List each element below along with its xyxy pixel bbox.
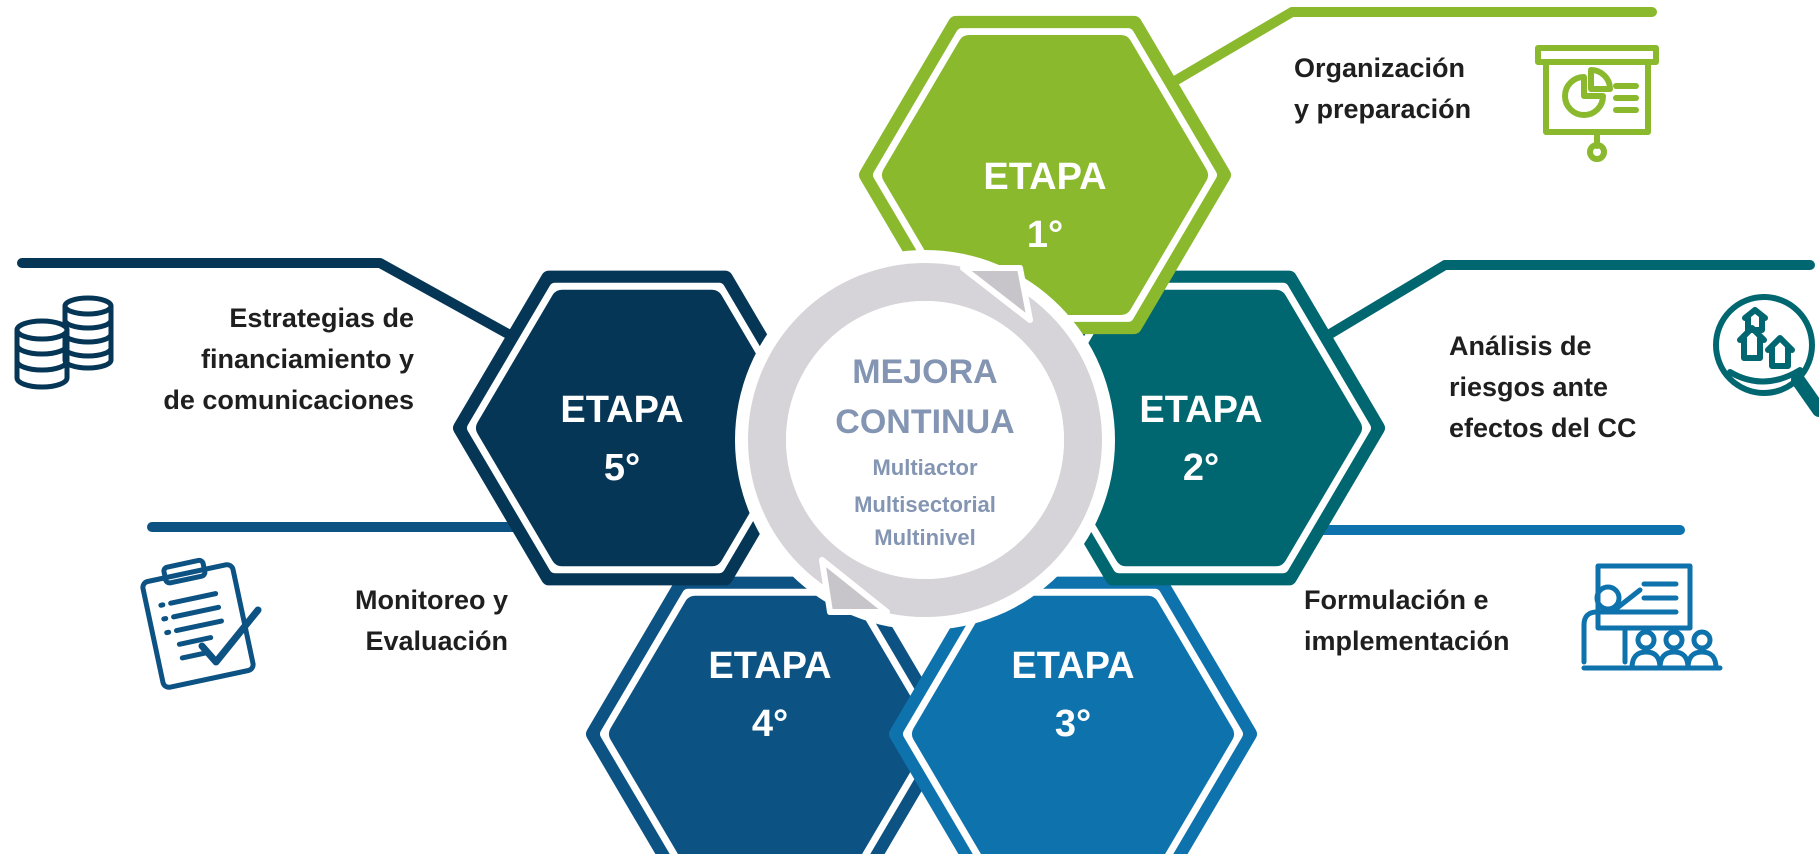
stage4-number: 4° xyxy=(752,703,788,745)
cycle-arrow-bottom-icon xyxy=(819,557,890,615)
risk-magnifier-houses-icon xyxy=(1713,294,1819,417)
stage1-number: 1° xyxy=(1027,214,1063,256)
center-ring-inner xyxy=(786,301,1064,579)
stage2-label: Análisis de riesgos ante efectos del CC xyxy=(1449,326,1637,449)
stage5-label-line1: Estrategias de xyxy=(229,303,414,333)
stage1-hexagon: ETAPA 1° xyxy=(859,15,1231,335)
stage5-hexagon-fill xyxy=(476,289,798,567)
stage2-hexagon: ETAPA 2° xyxy=(1017,270,1385,586)
stage2-label-line3: efectos del CC xyxy=(1449,413,1637,443)
stage3-label-line2: implementación xyxy=(1304,626,1510,656)
stage5-label: Estrategias de financiamiento y de comun… xyxy=(110,298,414,421)
center-sub-multiactor: Multiactor xyxy=(872,455,978,480)
stage1-label-line2: y preparación xyxy=(1294,94,1472,124)
stage1-hexagon-fill xyxy=(882,35,1208,315)
center-ring: MEJORA CONTINUA Multiactor Multisectoria… xyxy=(735,250,1115,630)
stage4-hexagon: ETAPA 4° xyxy=(586,576,954,854)
stage1-label: Organización y preparación xyxy=(1294,48,1471,130)
training-audience-icon xyxy=(1581,563,1723,671)
stage5-label-line2: financiamiento y xyxy=(200,344,414,374)
coin-stacks-icon xyxy=(14,295,114,390)
presentation-chart-icon xyxy=(1535,45,1659,162)
stage5-title: ETAPA xyxy=(560,389,683,431)
stage2-number: 2° xyxy=(1183,447,1219,489)
stage1-title: ETAPA xyxy=(983,156,1106,198)
center-title-line1: MEJORA xyxy=(852,353,997,391)
stage4-label-line2: Evaluación xyxy=(365,626,508,656)
connector-stage2 xyxy=(1315,260,1815,345)
cycle-arrow-top-icon xyxy=(960,265,1033,323)
stage3-number: 3° xyxy=(1055,703,1091,745)
connector-stage5 xyxy=(17,258,515,340)
clipboard-checklist-icon xyxy=(140,557,262,690)
stage2-label-line1: Análisis de xyxy=(1449,331,1592,361)
connector-stage1 xyxy=(1163,7,1657,90)
center-ring-band xyxy=(748,263,1102,617)
stage5-number: 5° xyxy=(604,447,640,489)
stage3-label-line1: Formulación e xyxy=(1304,585,1489,615)
center-sub-multisectorial: Multisectorial xyxy=(854,492,996,517)
stage5-hexagon: ETAPA 5° xyxy=(453,270,821,586)
stage2-title: ETAPA xyxy=(1139,389,1262,431)
stage3-label: Formulación e implementación xyxy=(1304,580,1510,662)
stage3-title: ETAPA xyxy=(1011,645,1134,687)
stage3-hexagon-fill xyxy=(912,595,1234,854)
stage2-label-line2: riesgos ante xyxy=(1449,372,1609,402)
stage5-label-line3: de comunicaciones xyxy=(163,385,414,415)
stage4-label-line1: Monitoreo y xyxy=(355,585,508,615)
stage1-label-line1: Organización xyxy=(1294,53,1466,83)
center-title-line2: CONTINUA xyxy=(835,403,1014,441)
center-sub-multinivel: Multinivel xyxy=(874,525,975,550)
hexagon-layer: ETAPA 4° ETAPA 3° ETAPA 5° ETAPA 2° ETAPA 1° xyxy=(453,15,1385,854)
stage4-title: ETAPA xyxy=(708,645,831,687)
stage4-label: Monitoreo y Evaluación xyxy=(290,580,508,662)
